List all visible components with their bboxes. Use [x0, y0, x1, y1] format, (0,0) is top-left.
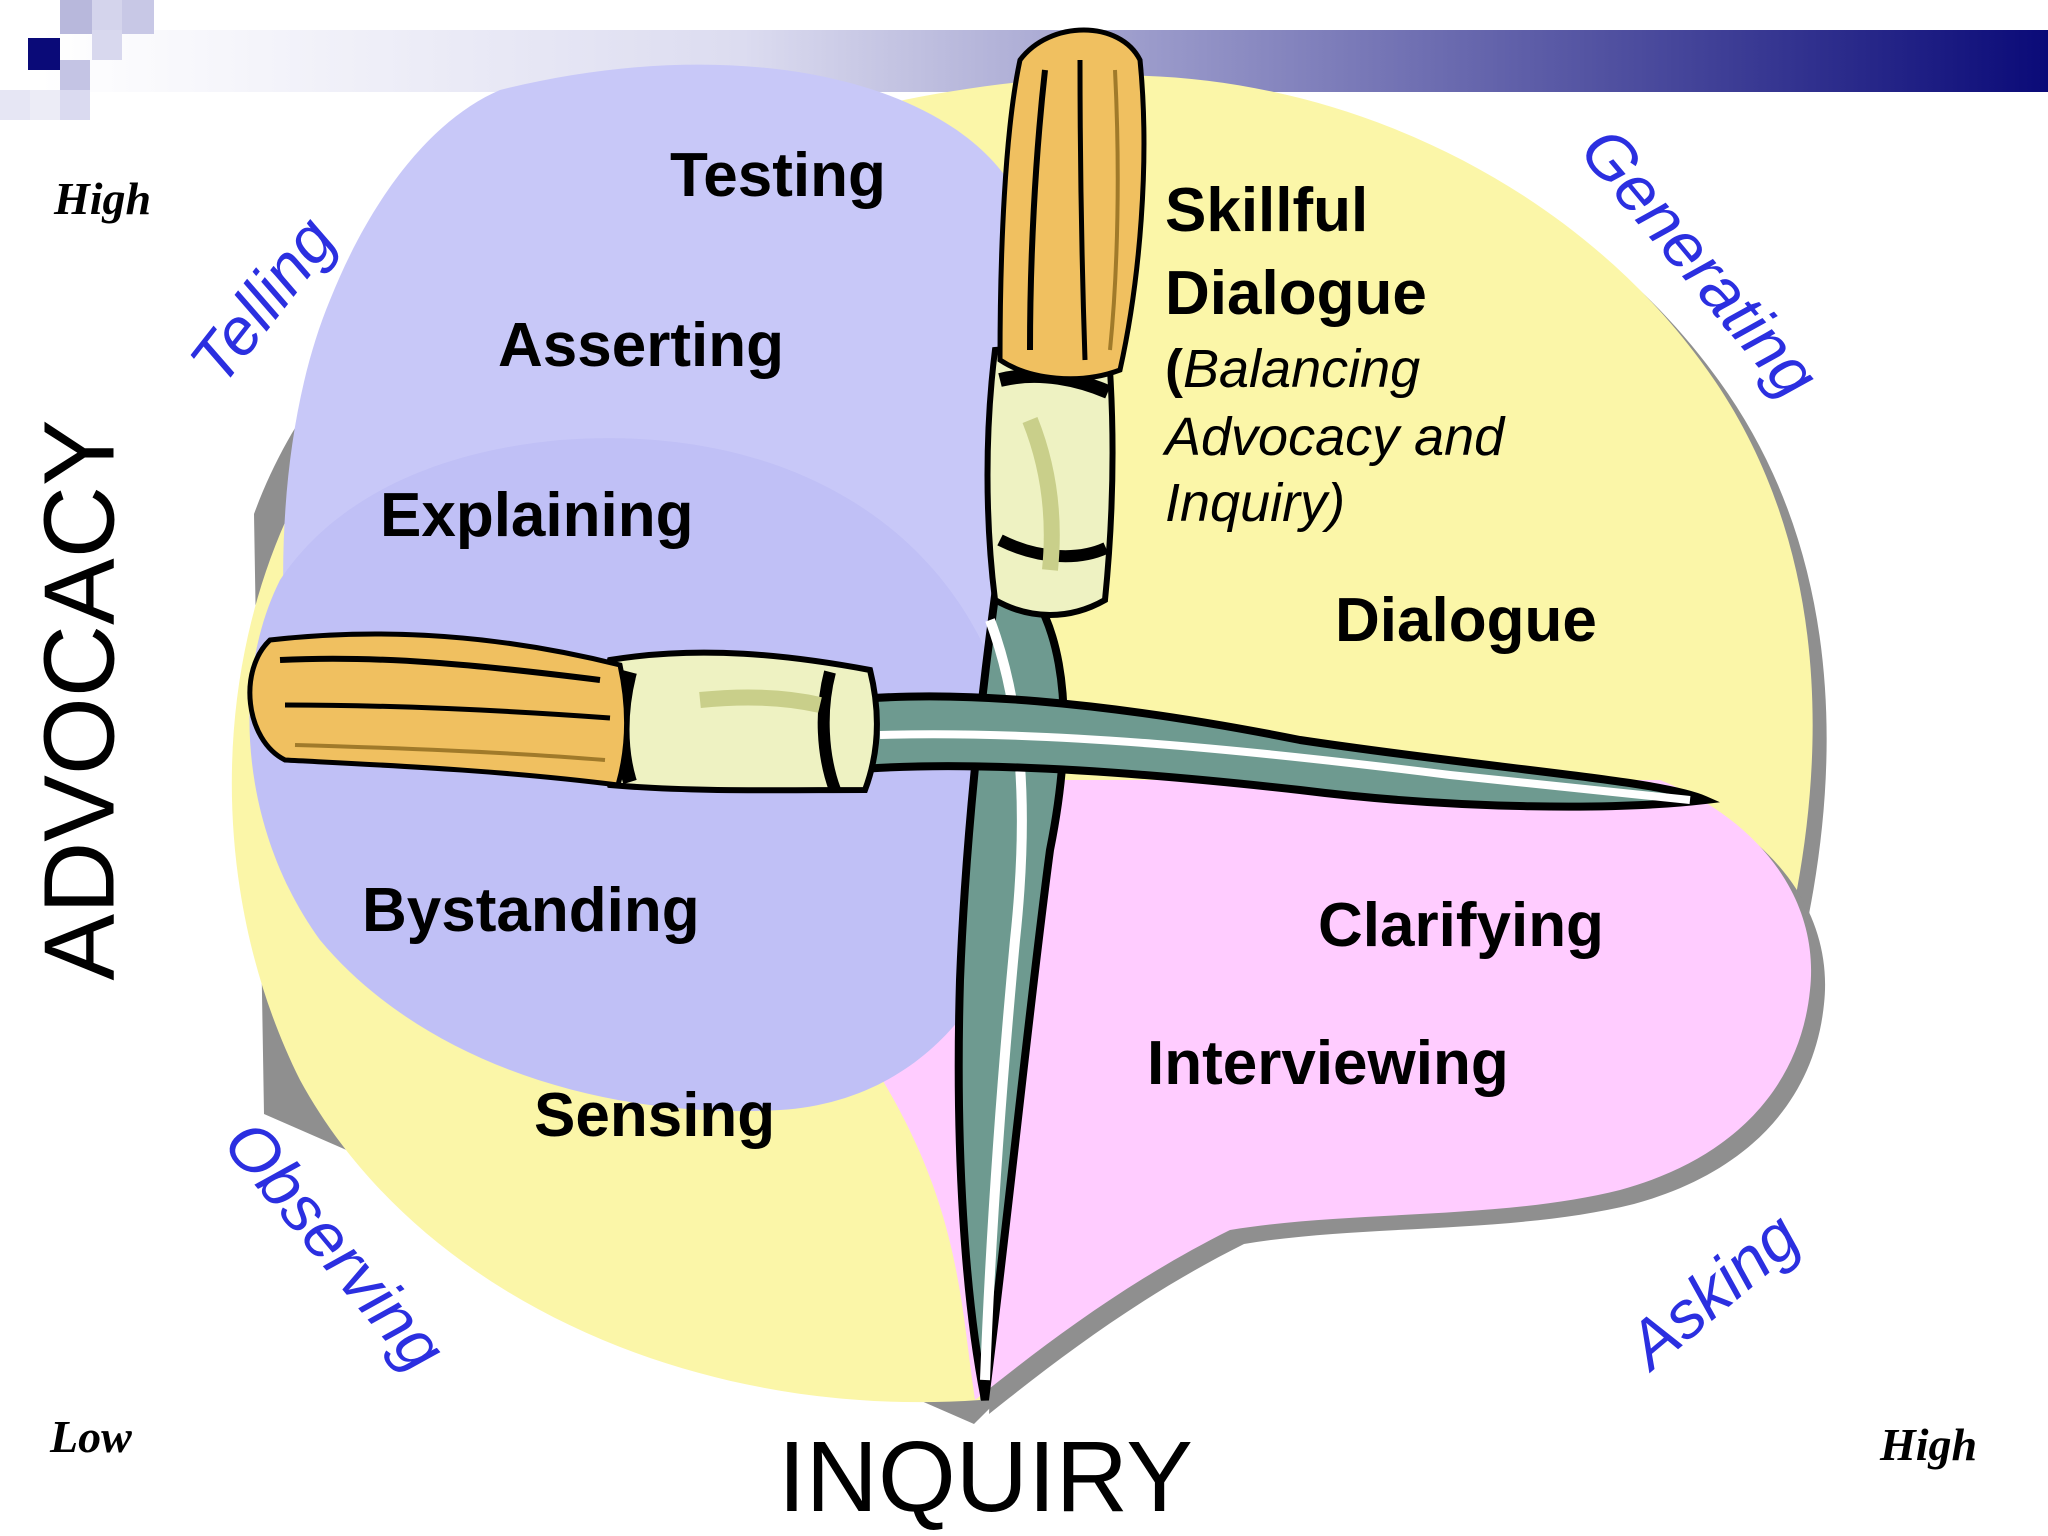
asserting-label: Asserting — [498, 311, 784, 380]
balancing-note-line3: Inquiry) — [1165, 473, 1346, 533]
clarifying-label: Clarifying — [1318, 891, 1604, 960]
interviewing-label: Interviewing — [1147, 1029, 1509, 1098]
testing-label: Testing — [670, 141, 886, 210]
skillful-dialogue-line2: Dialogue — [1165, 259, 1427, 328]
horizontal-paintbrush — [247, 631, 1720, 811]
inquiry-axis-label: INQUIRY — [778, 1421, 1193, 1533]
sensing-label: Sensing — [534, 1081, 776, 1150]
balancing-note-word: Balancing — [1182, 339, 1421, 399]
balancing-note-line1: (Balancing — [1165, 335, 1420, 403]
advocacy-high-label: High — [54, 173, 152, 224]
explaining-label: Explaining — [380, 481, 694, 550]
balancing-open-paren: ( — [1165, 339, 1183, 399]
balancing-note-line2: Advocacy and — [1165, 407, 1505, 467]
bystanding-label: Bystanding — [362, 876, 700, 945]
dialogue-label: Dialogue — [1335, 586, 1597, 655]
corner-squares-decoration — [0, 0, 154, 120]
advocacy-axis-label: ADVOCACY — [23, 419, 136, 981]
skillful-dialogue-line1: Skillful — [1165, 176, 1369, 245]
pink-region — [870, 780, 1812, 1400]
inquiry-high-label: High — [1880, 1419, 1978, 1470]
origin-low-label: Low — [50, 1411, 132, 1462]
